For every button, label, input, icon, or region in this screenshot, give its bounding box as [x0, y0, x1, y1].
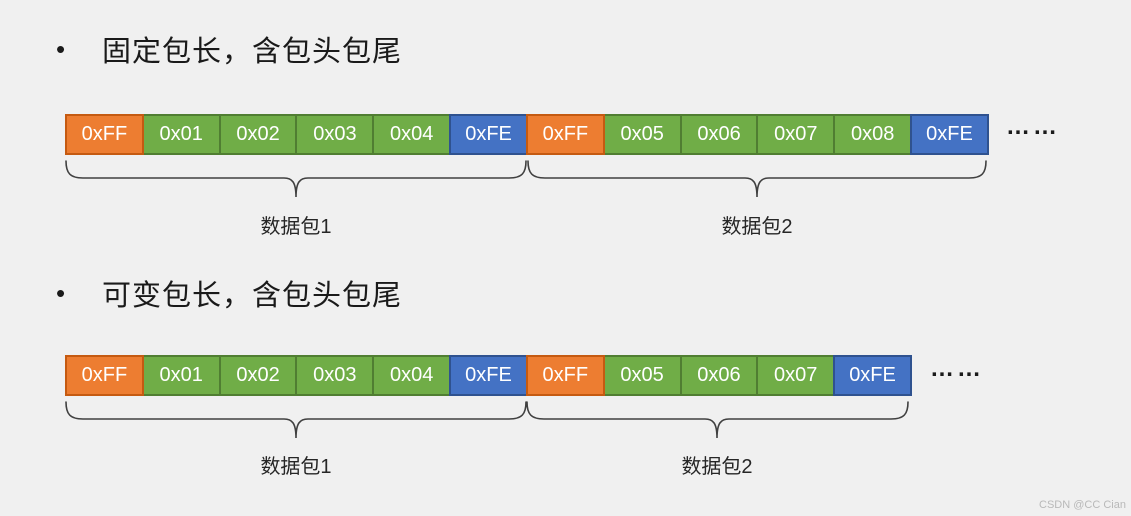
byte-cell: 0xFE	[449, 355, 528, 396]
byte-cell: 0xFE	[910, 114, 989, 155]
continuation-ellipsis: ……	[930, 355, 984, 382]
byte-cell: 0x08	[833, 114, 913, 155]
byte-cell: 0x02	[218, 355, 298, 396]
byte-row-variable: 0xFF 0x01 0x02 0x03 0x04 0xFE 0xFF 0x05 …	[65, 355, 912, 396]
bullet-glyph: •	[56, 33, 66, 64]
byte-cell: 0xFF	[65, 114, 144, 155]
brace-packet2	[526, 401, 909, 441]
section-1-title: 固定包长，含包头包尾	[102, 36, 403, 68]
bullet-glyph: •	[56, 277, 66, 308]
byte-cell: 0x04	[372, 355, 452, 396]
byte-cell: 0x07	[756, 355, 836, 396]
byte-cell: 0xFF	[525, 114, 605, 155]
byte-cell: 0x06	[679, 355, 759, 396]
packet-label: 数据包2	[721, 216, 793, 238]
brace-packet1	[65, 401, 527, 441]
byte-cell: 0x06	[679, 114, 759, 155]
byte-cell: 0x02	[218, 114, 298, 155]
section-2-title: 可变包长，含包头包尾	[102, 280, 403, 312]
byte-cell: 0x01	[141, 114, 221, 155]
byte-cell: 0x01	[141, 355, 221, 396]
packet-label: 数据包1	[260, 216, 332, 238]
byte-cell: 0x05	[602, 355, 682, 396]
byte-cell: 0x04	[372, 114, 452, 155]
byte-cell: 0xFE	[449, 114, 528, 155]
watermark: CSDN @CC Cian	[1039, 499, 1126, 511]
byte-cell: 0xFF	[65, 355, 144, 396]
byte-cell: 0x03	[295, 355, 375, 396]
brace-packet2	[527, 160, 987, 200]
byte-row-fixed: 0xFF 0x01 0x02 0x03 0x04 0xFE 0xFF 0x05 …	[65, 114, 989, 155]
byte-cell: 0xFE	[833, 355, 912, 396]
section-1-heading: • 固定包长，含包头包尾	[48, 28, 402, 70]
packet-label: 数据包2	[681, 456, 753, 478]
section-2-heading: • 可变包长，含包头包尾	[48, 272, 402, 314]
byte-cell: 0x07	[756, 114, 836, 155]
byte-cell: 0xFF	[525, 355, 605, 396]
continuation-ellipsis: ……	[1006, 113, 1060, 140]
byte-cell: 0x03	[295, 114, 375, 155]
byte-cell: 0x05	[602, 114, 682, 155]
packet-label: 数据包1	[260, 456, 332, 478]
brace-packet1	[65, 160, 527, 200]
